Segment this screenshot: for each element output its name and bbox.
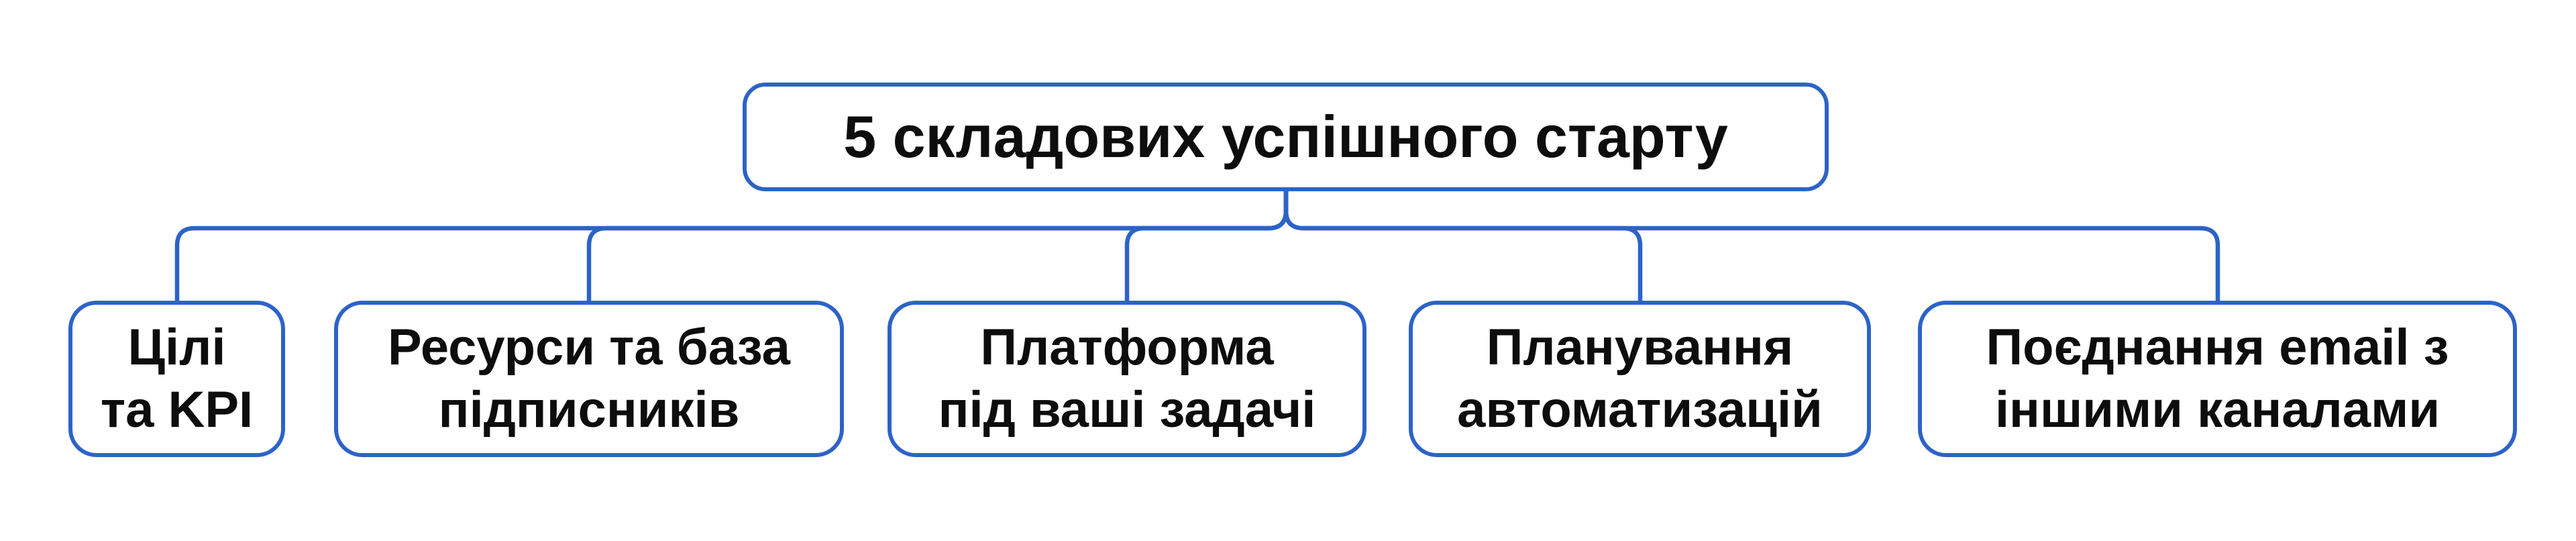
node-child-platform: Платформа під ваші задачі [888, 301, 1366, 457]
connector-root-to-child-2 [586, 191, 1289, 301]
node-label-line: автоматизацій [1457, 381, 1823, 438]
node-label-line: під ваші задачі [938, 381, 1316, 438]
node-label-line: Ресурси та база [388, 318, 790, 376]
node-root-label: 5 складових успішного старту [843, 103, 1728, 170]
node-label-line: Платформа [980, 318, 1274, 376]
node-child-automation-planning: Планування автоматизацій [1409, 301, 1871, 457]
node-child-goals-kpi: Цілі та KPI [68, 301, 285, 457]
node-child-resources-subscriber-base: Ресурси та база підписників [334, 301, 844, 457]
node-child-email-other-channels: Поєднання email з іншими каналами [1918, 301, 2517, 457]
node-root: 5 складових успішного старту [743, 83, 1829, 191]
connector-root-to-child-3 [1124, 191, 1289, 301]
node-label-line: Поєднання email з [1986, 318, 2449, 376]
connector-root-to-child-5 [1283, 191, 2220, 301]
node-label-line: Планування [1486, 318, 1794, 376]
node-label-line: Цілі [127, 318, 226, 376]
node-label-line: та KPI [100, 381, 254, 438]
connector-root-to-child-1 [174, 191, 1289, 301]
node-label-line: підписників [438, 381, 740, 438]
node-label-line: іншими каналами [1994, 381, 2440, 438]
connector-root-to-child-4 [1283, 191, 1643, 301]
